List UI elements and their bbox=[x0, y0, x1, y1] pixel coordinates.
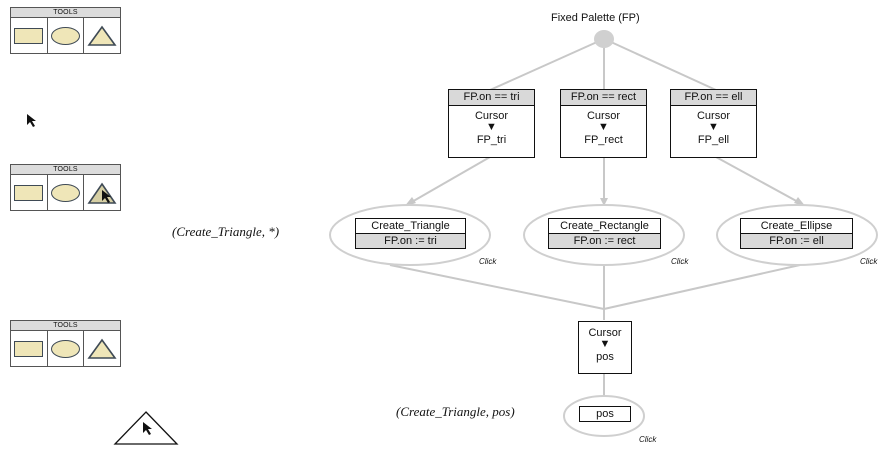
final-action-name: pos bbox=[596, 408, 614, 420]
merge-source: Cursor bbox=[588, 327, 622, 339]
ellipse-icon bbox=[51, 26, 80, 45]
guard-condition: FP.on == ell bbox=[671, 90, 756, 106]
tools-palette-2: TOOLS bbox=[10, 164, 121, 211]
guard-target: FP_rect bbox=[584, 134, 623, 146]
merge-box: Cursor ▼ pos bbox=[578, 321, 632, 374]
click-event-label: Click bbox=[671, 257, 689, 266]
guard-target: FP_ell bbox=[697, 134, 730, 146]
click-event-label: Click bbox=[479, 257, 497, 266]
action-assignment: FP.on := rect bbox=[549, 234, 660, 248]
guard-box-ell: FP.on == ell Cursor ▼ FP_ell bbox=[670, 89, 757, 158]
ellipse-icon bbox=[51, 339, 80, 358]
action-assignment: FP.on := tri bbox=[356, 234, 465, 248]
palette-header: TOOLS bbox=[10, 164, 121, 175]
action-name: Create_Triangle bbox=[356, 219, 465, 234]
guard-target: FP_tri bbox=[476, 134, 507, 146]
ellipse-tool[interactable] bbox=[46, 175, 84, 210]
tools-palette-3: TOOLS bbox=[10, 320, 121, 367]
down-arrow-icon: ▼ bbox=[708, 121, 719, 133]
down-arrow-icon: ▼ bbox=[599, 338, 611, 350]
rectangle-tool[interactable] bbox=[11, 175, 47, 210]
arrowhead-rect bbox=[600, 198, 608, 206]
palette-header: TOOLS bbox=[10, 7, 121, 18]
ellipse-tool[interactable] bbox=[46, 18, 84, 53]
root-label: Fixed Palette (FP) bbox=[551, 12, 640, 24]
edge-ell-action bbox=[715, 156, 801, 204]
triangle-tool[interactable] bbox=[83, 331, 120, 366]
final-action-box: pos bbox=[579, 406, 631, 422]
guard-condition: FP.on == rect bbox=[561, 90, 646, 106]
guard-condition: FP.on == tri bbox=[449, 90, 534, 106]
edge-root-tri bbox=[489, 41, 598, 91]
rectangle-icon bbox=[14, 184, 44, 201]
palette-body bbox=[10, 18, 121, 54]
drawn-triangle-outline bbox=[113, 411, 179, 445]
edge-root-ell bbox=[610, 41, 717, 91]
root-node bbox=[594, 30, 614, 48]
down-arrow-icon: ▼ bbox=[486, 121, 497, 133]
rectangle-tool[interactable] bbox=[11, 331, 47, 366]
rectangle-icon bbox=[14, 340, 44, 357]
guard-box-rect: FP.on == rect Cursor ▼ FP_rect bbox=[560, 89, 647, 158]
guard-box-tri: FP.on == tri Cursor ▼ FP_tri bbox=[448, 89, 535, 158]
triangle-icon bbox=[87, 182, 117, 204]
edge-ell-merge bbox=[603, 264, 801, 310]
palette-body bbox=[10, 175, 121, 211]
action-box-rectangle: Create_Rectangle FP.on := rect bbox=[548, 218, 661, 249]
action-box-ellipse: Create_Ellipse FP.on := ell bbox=[740, 218, 853, 249]
mouse-pointer-icon bbox=[143, 422, 152, 435]
action-assignment: FP.on := ell bbox=[741, 234, 852, 248]
action-name: Create_Ellipse bbox=[741, 219, 852, 234]
click-event-label: Click bbox=[860, 257, 878, 266]
edge-tri-merge bbox=[389, 264, 605, 310]
mouse-pointer-icon bbox=[102, 190, 112, 203]
down-arrow-icon: ▼ bbox=[598, 121, 609, 133]
tools-palette-1: TOOLS bbox=[10, 7, 121, 54]
edge-tri-action bbox=[409, 156, 491, 204]
action-name: Create_Rectangle bbox=[549, 219, 660, 234]
merge-target: pos bbox=[596, 351, 614, 363]
ellipse-icon bbox=[51, 183, 80, 202]
action-box-triangle: Create_Triangle FP.on := tri bbox=[355, 218, 466, 249]
guard-source: Cursor bbox=[586, 110, 620, 122]
palette-header: TOOLS bbox=[10, 320, 121, 331]
mouse-pointer-icon bbox=[27, 114, 36, 127]
triangle-icon bbox=[87, 338, 117, 359]
triangle-tool[interactable] bbox=[83, 18, 120, 53]
guard-source: Cursor bbox=[474, 110, 508, 122]
palette-body bbox=[10, 331, 121, 367]
ellipse-tool[interactable] bbox=[46, 331, 84, 366]
rectangle-icon bbox=[14, 27, 44, 44]
triangle-tool[interactable] bbox=[83, 175, 120, 210]
rectangle-tool[interactable] bbox=[11, 18, 47, 53]
click-event-label: Click bbox=[639, 435, 657, 444]
annotation-create-triangle-pos: (Create_Triangle, pos) bbox=[396, 404, 515, 419]
triangle-icon bbox=[87, 25, 117, 46]
annotation-create-triangle-any: (Create_Triangle, *) bbox=[172, 224, 280, 239]
guard-source: Cursor bbox=[696, 110, 730, 122]
